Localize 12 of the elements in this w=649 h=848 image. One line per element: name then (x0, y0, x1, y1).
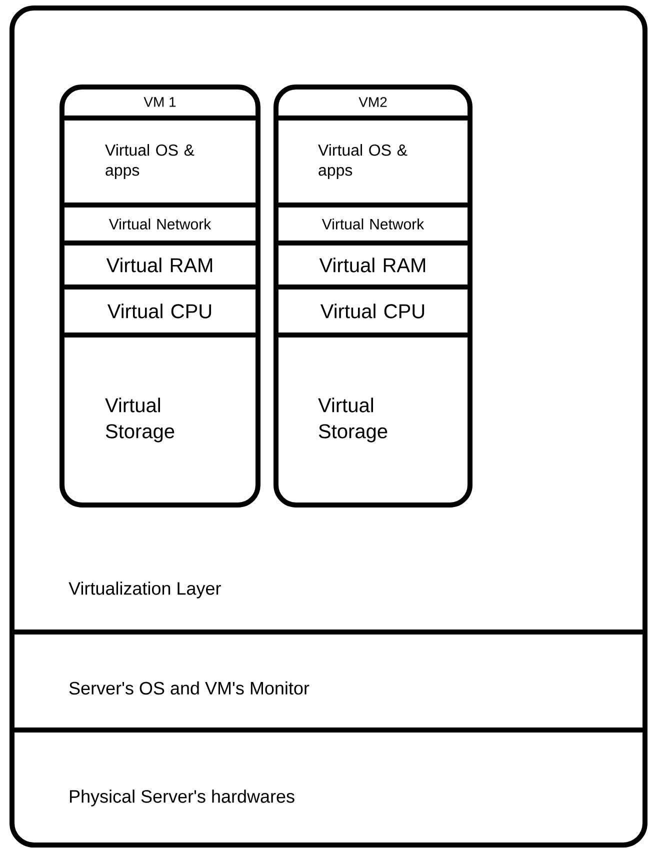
component-row: Virtual Network (322, 218, 424, 230)
component-row: Virtual Network (108, 218, 212, 230)
layer-band: Physical Server's hardwares (10, 728, 648, 848)
component-row: Virtual OS & apps (318, 144, 408, 179)
component-row: Virtual Storage (105, 398, 174, 442)
component-row: Virtual CPU (107, 304, 212, 318)
component-row: Virtual CPU (320, 304, 424, 318)
layer-band: Server's OS and VM's Monitor (10, 630, 648, 732)
component-row: Virtual RAM (319, 258, 426, 272)
component-row: Virtual OS & apps (105, 144, 194, 179)
component-row: Virtual Storage (318, 398, 388, 442)
component-row: Virtual RAM (106, 258, 212, 272)
